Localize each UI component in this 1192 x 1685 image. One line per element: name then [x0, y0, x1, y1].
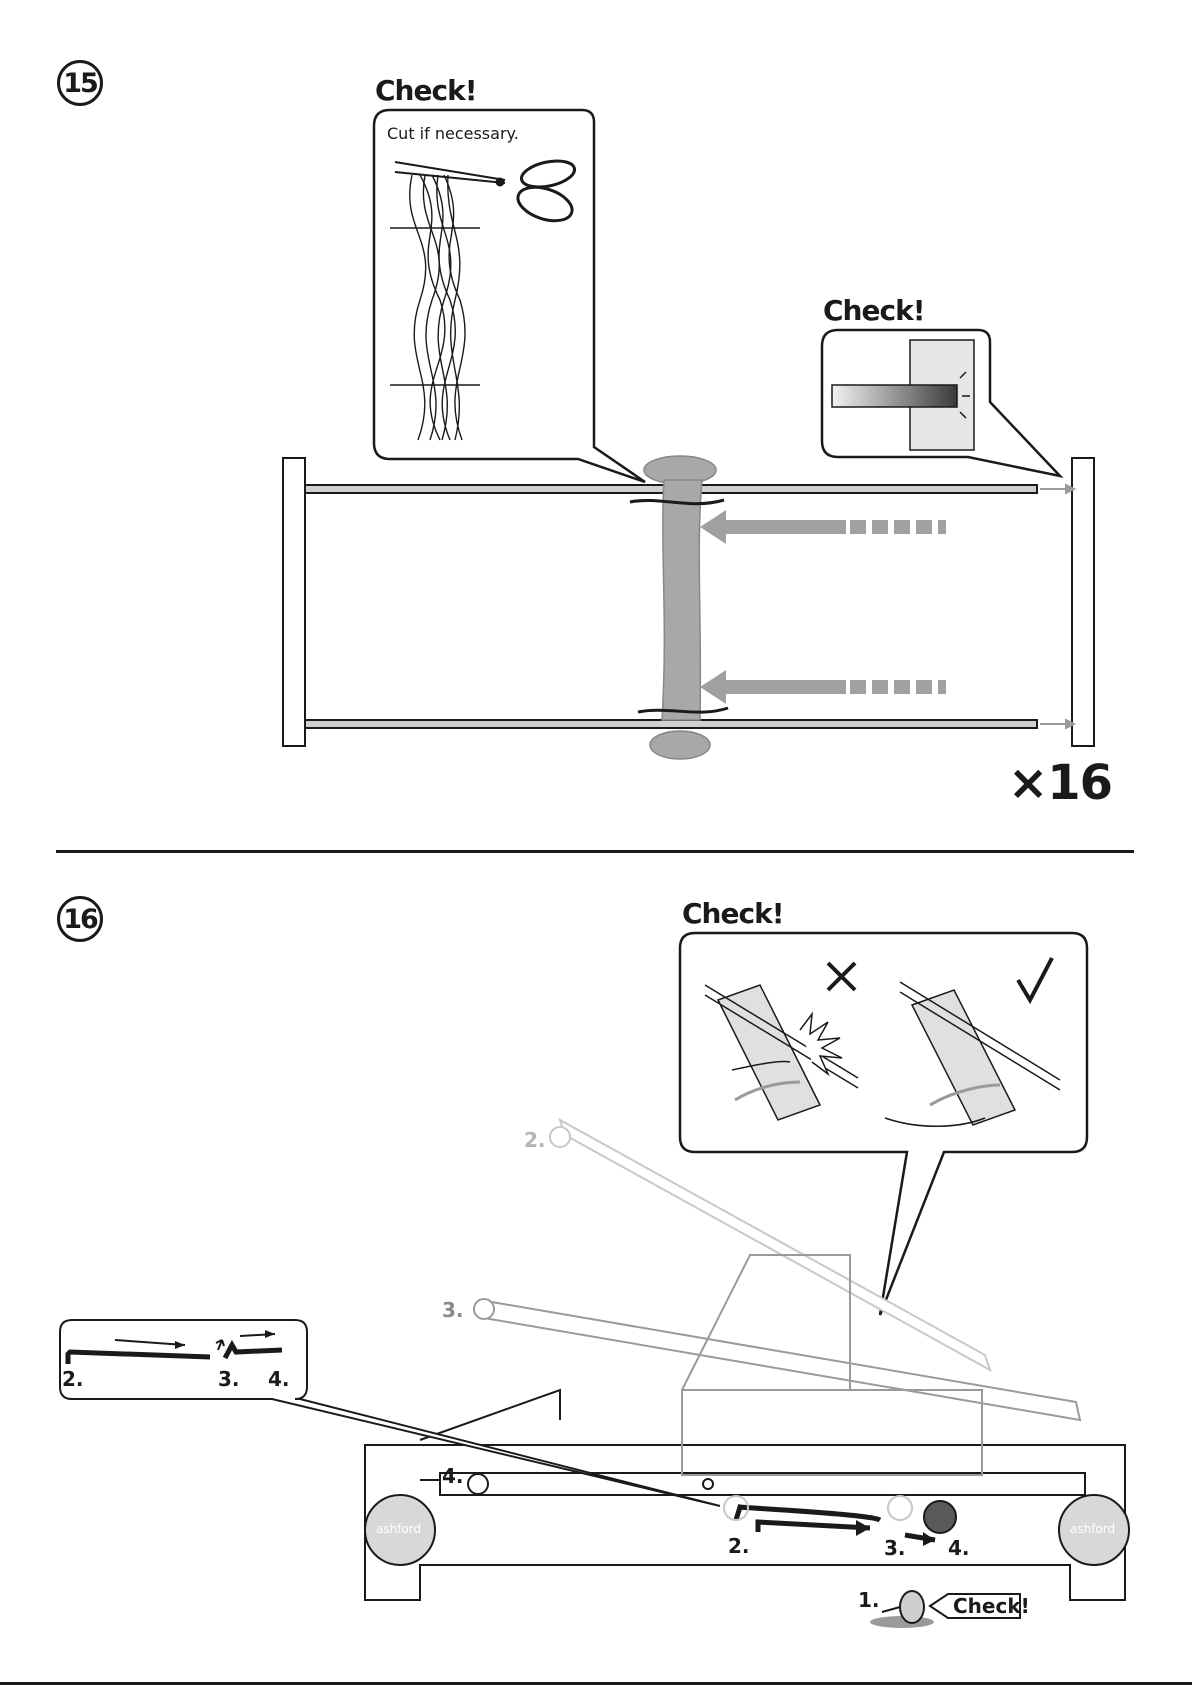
- motion-label-4: 4.: [948, 1536, 970, 1560]
- brand-logo-left: ashford: [376, 1522, 421, 1536]
- handle-ghost-3: [474, 1299, 1080, 1420]
- motion-label-1: 1.: [858, 1588, 880, 1612]
- handle-label-4: 4.: [442, 1464, 464, 1488]
- ghost-label-3: 3.: [442, 1298, 464, 1322]
- inset-label-4: 4.: [268, 1367, 290, 1391]
- motion-label-2: 2.: [728, 1534, 750, 1558]
- motion-label-3: 3.: [884, 1536, 906, 1560]
- inset-label-2: 2.: [62, 1367, 84, 1391]
- check-tag-label: Check!: [953, 1594, 1030, 1618]
- loom-body: [365, 1390, 1125, 1600]
- ghost-label-2: 2.: [524, 1128, 546, 1152]
- brand-logo-right: ashford: [1070, 1522, 1115, 1536]
- inset-label-3: 3.: [218, 1367, 240, 1391]
- tension-knob-icon: [870, 1591, 934, 1628]
- lever-knob: [924, 1501, 956, 1533]
